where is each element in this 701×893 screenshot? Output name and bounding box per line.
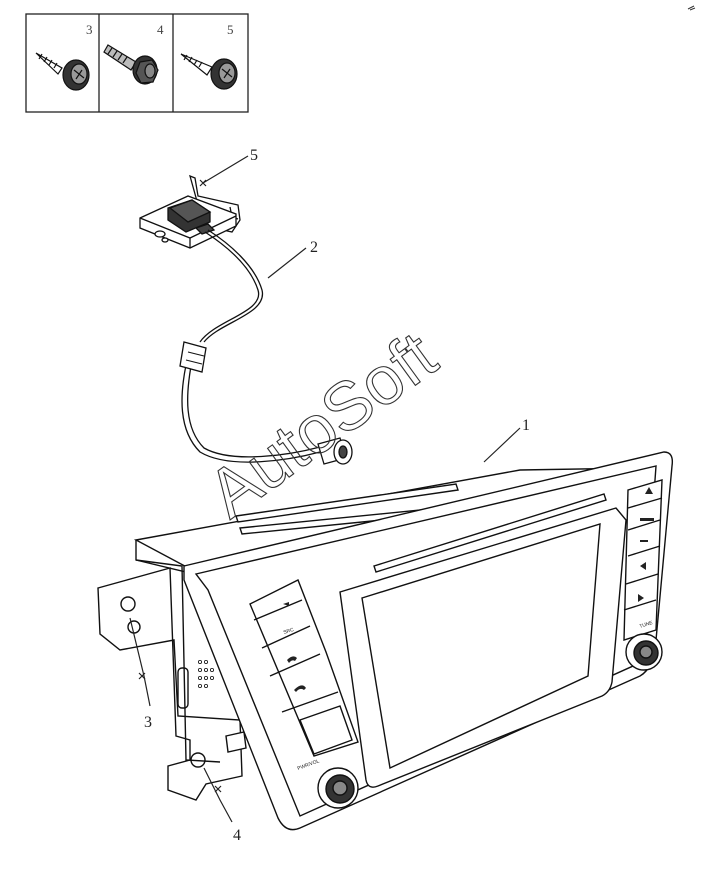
card-slot-icon bbox=[640, 518, 654, 521]
callout-number-2: 2 bbox=[310, 239, 318, 256]
antenna-connector bbox=[317, 437, 353, 465]
head-unit-button-icons bbox=[283, 487, 654, 692]
callout-number-1: 1 bbox=[522, 417, 530, 434]
knob-label-tune: TUNE bbox=[639, 620, 654, 630]
cable-clip-rib bbox=[185, 351, 205, 365]
previous-icon bbox=[640, 562, 646, 570]
nav-icon bbox=[283, 602, 289, 606]
eject-icon bbox=[645, 487, 653, 494]
fastener-box-number: 4 bbox=[157, 22, 164, 37]
antenna-cable bbox=[181, 229, 321, 463]
scan-mark bbox=[687, 5, 696, 11]
leader-cross bbox=[138, 672, 146, 680]
next-icon bbox=[638, 594, 644, 602]
fastener-box-number: 5 bbox=[227, 22, 234, 37]
phone-hangup-icon bbox=[294, 685, 306, 692]
minus-icon bbox=[640, 540, 648, 542]
head-unit bbox=[97, 451, 674, 831]
gps-antenna bbox=[139, 174, 241, 249]
fastener-legend bbox=[25, 13, 249, 113]
callout-leaders bbox=[129, 155, 521, 823]
phone-answer-icon bbox=[287, 656, 297, 663]
callout-number-4: 4 bbox=[233, 827, 241, 844]
leader-cross bbox=[214, 785, 222, 793]
self-tapping-screw-icon bbox=[35, 52, 90, 91]
fastener-box-number: 3 bbox=[86, 22, 93, 37]
callout-number-3: 3 bbox=[144, 714, 152, 731]
src-button-label: SRC bbox=[283, 627, 295, 636]
cable-clip bbox=[179, 341, 207, 373]
callout-number-5: 5 bbox=[250, 147, 258, 164]
self-tapping-screw-icon bbox=[180, 53, 238, 90]
flange-bolt-icon bbox=[103, 44, 159, 85]
leader-cross bbox=[199, 179, 207, 187]
fastener-legend-frame bbox=[25, 13, 249, 113]
